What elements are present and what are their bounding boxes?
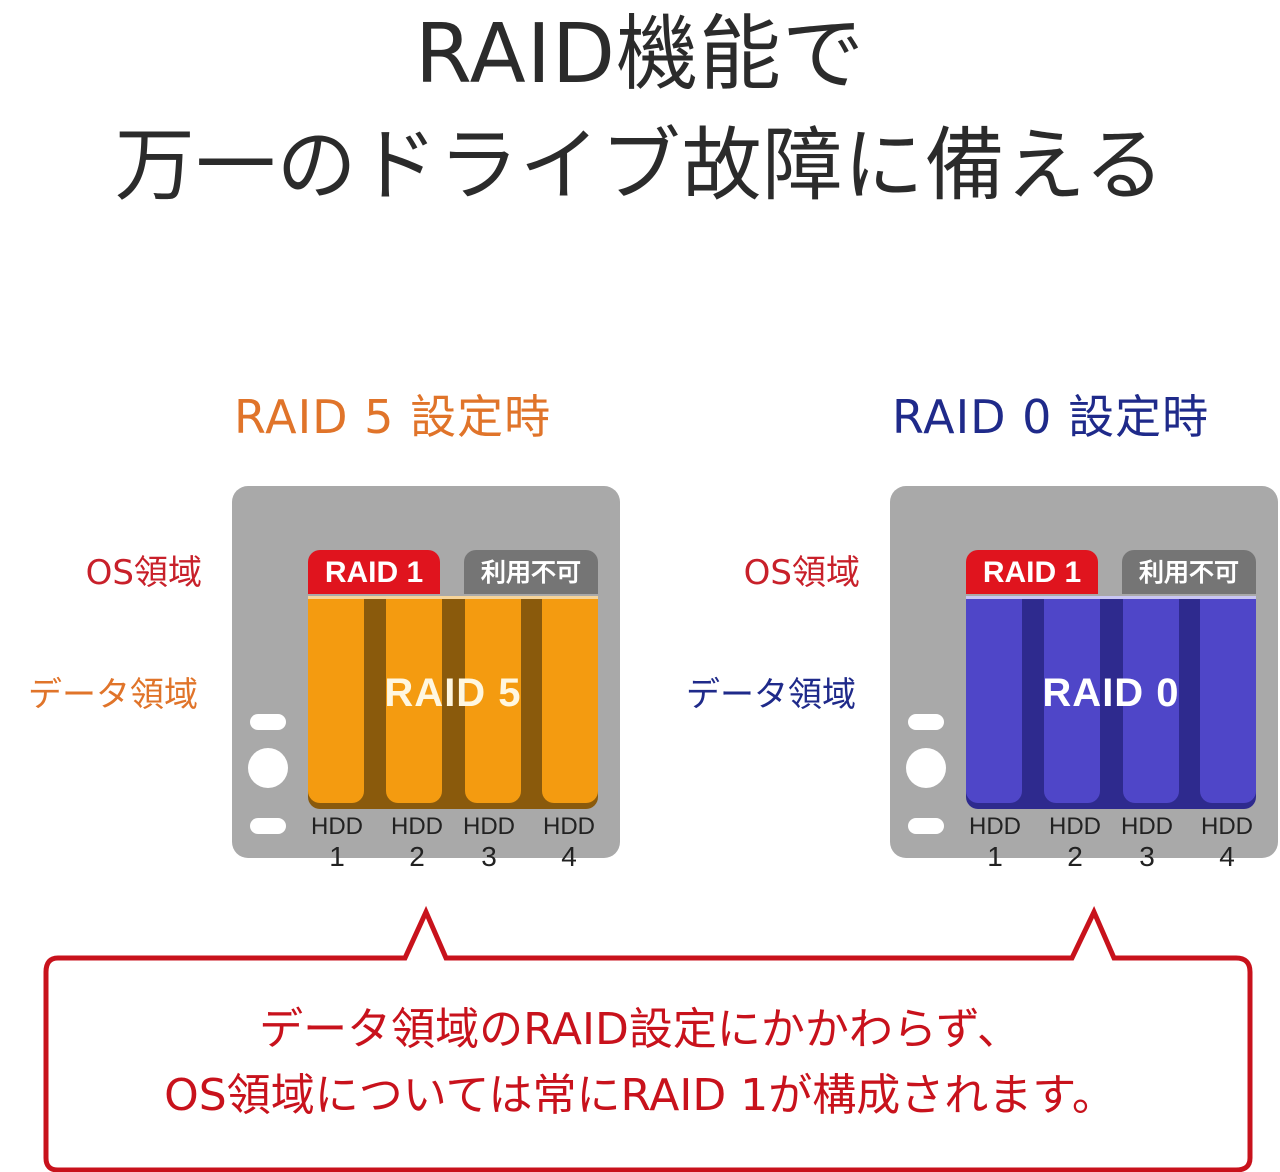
hdd-label-text: HDD bbox=[311, 813, 363, 840]
headline-line-1: RAID機能で bbox=[414, 7, 866, 102]
hdd-number: 4 bbox=[561, 841, 577, 872]
note-callout: データ領域のRAID設定にかかわらず、 OS領域については常にRAID 1が構成… bbox=[0, 900, 1280, 1172]
status-led-icon bbox=[908, 714, 944, 730]
os-unavailable-badge: 利用不可 bbox=[1122, 550, 1256, 594]
os-unavailable-badge: 利用不可 bbox=[464, 550, 598, 594]
raid0-panel-title: RAID 0 設定時 bbox=[892, 390, 1210, 444]
callout-text-line-1: データ領域のRAID設定にかかわらず、 bbox=[259, 1004, 1021, 1055]
hdd-number: 4 bbox=[1219, 841, 1235, 872]
raid0-panel: RAID 0 設定時 OS領域 データ領域 RAID 1 利用不可 RAID 0… bbox=[658, 390, 1280, 890]
data-area-block: RAID 0 bbox=[966, 596, 1256, 809]
data-raid-level-label: RAID 5 bbox=[384, 671, 522, 715]
headline-line-2: 万一のドライブ故障に備える bbox=[114, 119, 1166, 212]
os-raid1-badge: RAID 1 bbox=[308, 550, 440, 594]
status-led-icon bbox=[908, 818, 944, 834]
power-button-icon bbox=[906, 748, 946, 788]
data-area-label: データ領域 bbox=[686, 675, 856, 715]
power-button-icon bbox=[248, 748, 288, 788]
hdd-label-text: HDD bbox=[1201, 813, 1253, 840]
hdd-label-text: HDD bbox=[543, 813, 595, 840]
data-raid-level-label: RAID 0 bbox=[1042, 671, 1180, 715]
os-area-label: OS領域 bbox=[85, 553, 202, 593]
hdd-label-text: HDD bbox=[1121, 813, 1173, 840]
raid5-panel: RAID 5 設定時 OS領域 データ領域 RAID 1 利用不可 RAID 5… bbox=[0, 390, 640, 890]
status-led-icon bbox=[250, 818, 286, 834]
callout-border bbox=[43, 905, 1253, 1172]
hdd-number: 1 bbox=[987, 841, 1003, 872]
os-area-label: OS領域 bbox=[743, 553, 860, 593]
status-led-icon bbox=[250, 714, 286, 730]
hdd-4-slot bbox=[542, 599, 598, 803]
hdd-label-text: HDD bbox=[969, 813, 1021, 840]
raid5-panel-title: RAID 5 設定時 bbox=[234, 390, 552, 444]
data-area-block: RAID 5 bbox=[308, 596, 598, 809]
hdd-3-slot bbox=[1123, 599, 1179, 803]
os-raid1-badge: RAID 1 bbox=[966, 550, 1098, 594]
data-area-label: データ領域 bbox=[28, 675, 198, 715]
hdd-number: 3 bbox=[1139, 841, 1155, 872]
callout-text-line-2: OS領域については常にRAID 1が構成されます。 bbox=[164, 1070, 1116, 1121]
hdd-4-slot bbox=[1200, 599, 1256, 803]
hdd-3-slot bbox=[465, 599, 521, 803]
hdd-2-slot bbox=[1044, 599, 1100, 803]
hdd-label-text: HDD bbox=[1049, 813, 1101, 840]
hdd-1-slot bbox=[308, 599, 364, 803]
hdd-label-text: HDD bbox=[463, 813, 515, 840]
hdd-number: 2 bbox=[1067, 841, 1083, 872]
hdd-number: 3 bbox=[481, 841, 497, 872]
hdd-2-slot bbox=[386, 599, 442, 803]
hdd-number: 2 bbox=[409, 841, 425, 872]
hdd-1-slot bbox=[966, 599, 1022, 803]
hdd-label-text: HDD bbox=[391, 813, 443, 840]
hdd-number: 1 bbox=[329, 841, 345, 872]
